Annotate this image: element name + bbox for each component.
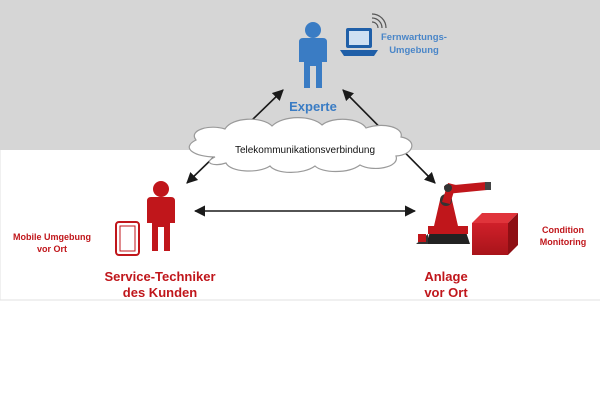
expert-label: Experte [289, 99, 337, 114]
plant-label-line2: vor Ort [424, 285, 468, 300]
condition-label-line2: Monitoring [540, 237, 587, 247]
technician-person-icon [147, 181, 175, 251]
tablet-icon [115, 221, 140, 256]
laptop-wifi-icon [340, 13, 387, 56]
technician-label-line2: des Kunden [123, 285, 197, 300]
plant-label-line1: Anlage [424, 269, 467, 284]
industrial-robot-icon [416, 182, 491, 244]
mobile-env-label-line1: Mobile Umgebung [13, 232, 91, 242]
remote-env-label-line2: Umgebung [389, 45, 439, 56]
telecom-label: Telekommunikationsverbindung [235, 145, 375, 156]
technician-label-line1: Service-Techniker [104, 269, 215, 284]
cube-icon [472, 213, 518, 255]
mobile-env-label-line2: vor Ort [37, 244, 67, 254]
remote-env-label-line1: Fernwartungs- [381, 32, 447, 43]
cloud-shape [188, 117, 413, 173]
expert-person-icon [299, 22, 327, 88]
condition-label-line1: Condition [542, 225, 584, 235]
